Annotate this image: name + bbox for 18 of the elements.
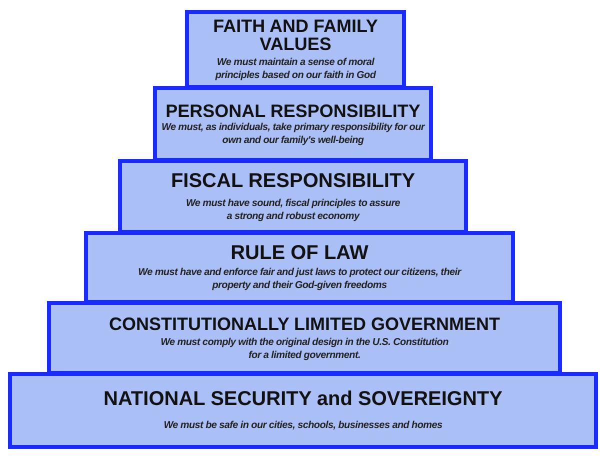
pyramid-step — [8, 372, 598, 449]
pyramid-step — [47, 301, 562, 375]
step-description: We must have and enforce fair and just laws to protect our citizens, their property and their God-given freedoms — [137, 266, 462, 292]
step-description: We must have sound, fiscal principles to assure a strong and robust economy — [184, 196, 402, 222]
step-title: PERSONAL RESPONSIBILITY — [166, 102, 420, 120]
pyramid-step — [118, 159, 468, 234]
pyramid-step — [153, 86, 433, 162]
step-title: NATIONAL SECURITY and SOVEREIGNTY — [104, 389, 502, 409]
step-title: RULE OF LAW — [230, 243, 368, 263]
step-title: FAITH AND FAMILY VALUES — [212, 17, 379, 53]
step-description: We must maintain a sense of moral principles based on our faith in God — [214, 56, 377, 82]
step-title: CONSTITUTIONALLY LIMITED GOVERNMENT — [108, 314, 500, 332]
step-title: FISCAL RESPONSIBILITY — [170, 170, 416, 190]
pyramid-step — [84, 231, 515, 304]
step-description: We must comply with the original design in the U.S. Constitution for a limited government. — [160, 336, 450, 362]
step-description: We must be safe in our cities, schools, businesses and homes — [164, 419, 442, 432]
step-description: We must, as individuals, take primary responsibility for our own and our family's well-being — [161, 120, 425, 146]
pyramid-step — [185, 10, 406, 89]
